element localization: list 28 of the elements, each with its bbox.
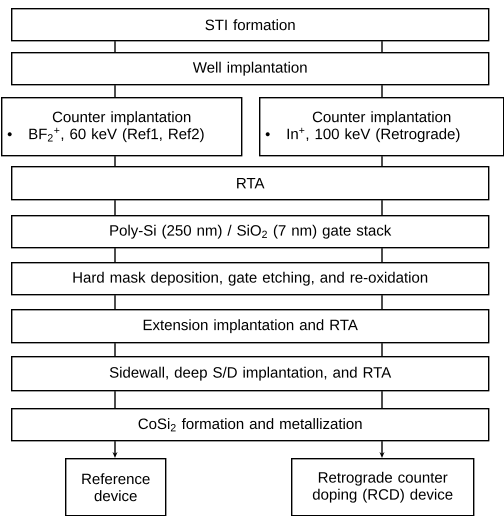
connector-line [114,343,116,356]
connector-line [114,248,116,262]
connector-line [381,156,383,166]
connector-line [114,200,116,215]
result-box: Retrograde counter doping (RCD) device [291,458,474,516]
connector-line [114,391,116,408]
connector-line [381,295,383,309]
connector-line [114,156,116,166]
connector-line [381,391,383,408]
process-box: Sidewall, deep S/D implantation, and RTA [11,356,490,392]
connector-line [381,41,383,52]
process-box: Extension implantation and RTA [11,309,490,344]
connector-line [381,248,383,262]
process-box: Counter implantation In$^{+}$, 100 keV (Retrograde) [259,97,504,156]
connector-line [114,41,116,52]
result-box: Reference device [65,458,166,516]
process-box: Hard mask deposition, gate etching, and re-oxidation [11,262,490,296]
process-box: STI formation [11,8,490,42]
connector-line [114,85,116,97]
process-box: Counter implantation BF$_{2}$$^{+}$, 60 keV (Ref1, Ref2) [1,97,242,156]
connector-line [114,295,116,309]
process-box: RTA [11,166,490,200]
process-box: CoSi$_{2}$ formation and metallization [11,408,490,442]
process-box: Poly-Si (250 nm) / SiO$_{2}$ (7 nm) gate stack [11,215,490,248]
process-box: Well implantation [11,52,490,86]
connector-line [381,200,383,215]
connector-line [381,343,383,356]
connector-line [381,85,383,97]
